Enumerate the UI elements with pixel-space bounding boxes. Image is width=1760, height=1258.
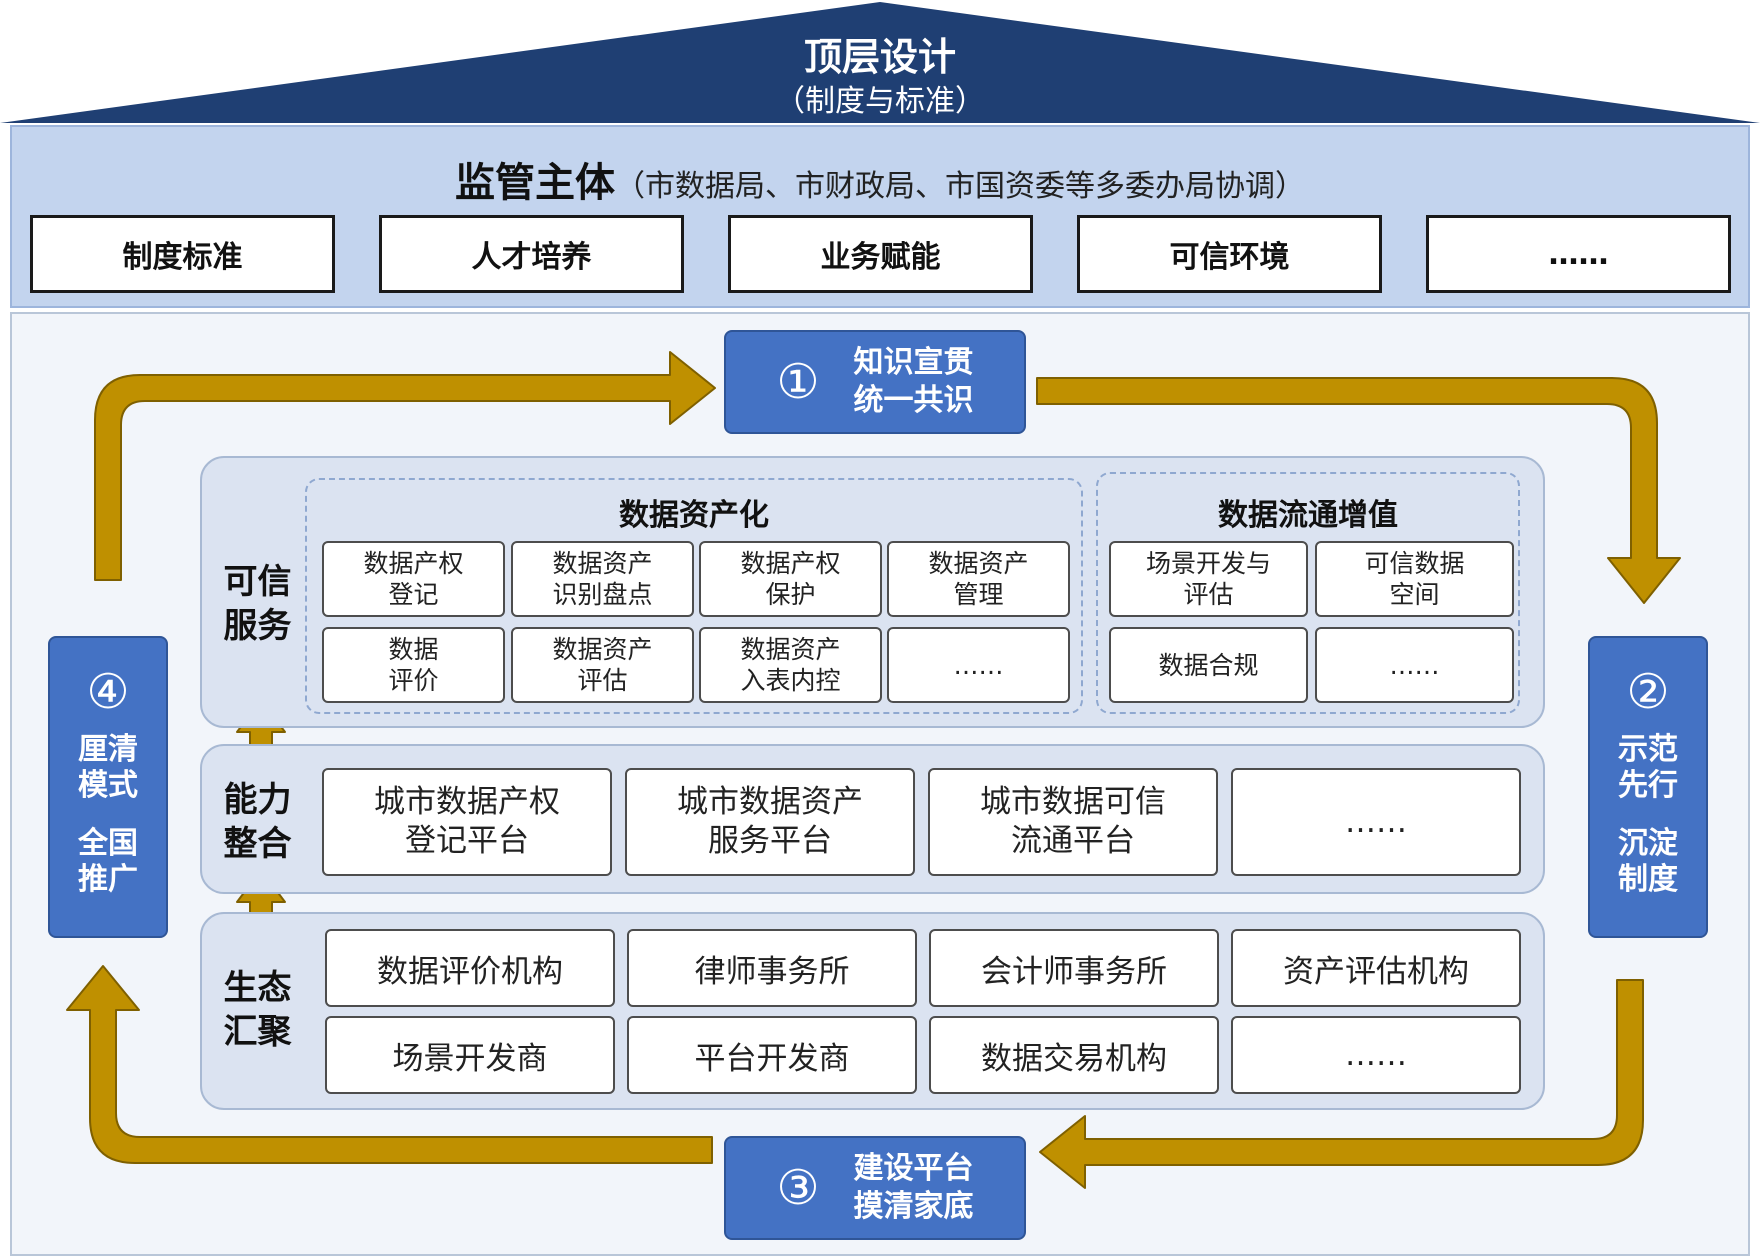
arrow-top-right-down <box>1036 377 1681 604</box>
circulation-zone <box>1096 472 1520 714</box>
ecosystem-item: 场景开发商 <box>325 1016 615 1094</box>
step-1-number: ① <box>776 354 820 410</box>
regulator-heading: 监管主体（市数据局、市财政局、市国资委等多委办局协调） <box>0 150 1760 208</box>
ecosystem-label: 生态 汇聚 <box>205 966 310 1054</box>
label-line: 可信 <box>223 562 292 602</box>
asset-item: 数据资产评估 <box>511 627 694 703</box>
step-4-line: 推广 <box>78 862 138 897</box>
ecosystem-item: 数据交易机构 <box>929 1016 1219 1094</box>
ecosystem-item: 平台开发商 <box>627 1016 917 1094</box>
arrow-left-up-right <box>94 351 716 581</box>
step-1-line: 知识宣贯 <box>853 345 974 380</box>
asset-item: 数据资产管理 <box>887 541 1070 617</box>
step-3-line: 摸清家底 <box>853 1189 974 1224</box>
label-line: 服务 <box>223 606 292 646</box>
pillar-box: 人才培养 <box>379 215 684 293</box>
asset-item: 数据评价 <box>322 627 505 703</box>
label-line: 能力 <box>223 780 292 820</box>
circulation-item: 场景开发与评估 <box>1109 541 1308 617</box>
roof-shape <box>0 2 1760 123</box>
step-2-number: ② <box>1626 664 1670 720</box>
label-line: 整合 <box>223 824 292 864</box>
roof-subtitle: （制度与标准） <box>775 84 985 119</box>
label-line: 生态 <box>223 968 292 1008</box>
step-1-box: ① 知识宣贯 统一共识 <box>724 330 1026 434</box>
asset-item: 数据产权保护 <box>699 541 882 617</box>
ecosystem-item: 数据评价机构 <box>325 929 615 1007</box>
step-2-line: 示范 <box>1618 732 1678 767</box>
capability-item: 城市数据可信流通平台 <box>928 768 1218 876</box>
capability-item: 城市数据产权登记平台 <box>322 768 612 876</box>
step-2-line: 沉淀 <box>1618 826 1678 861</box>
step-4-line: 全国 <box>78 826 138 861</box>
regulator-title: 监管主体 <box>455 160 615 206</box>
trusted-services-label: 可信 服务 <box>205 560 310 648</box>
pillar-box: 可信环境 <box>1077 215 1382 293</box>
step-4-number: ④ <box>86 664 130 720</box>
step-1-line: 统一共识 <box>853 383 974 418</box>
step-4-box: ④ 厘清 模式 全国 推广 <box>48 636 168 938</box>
step-2-line: 制度 <box>1618 862 1678 897</box>
asset-item: 数据资产识别盘点 <box>511 541 694 617</box>
arrow-right-down-left <box>1039 979 1644 1189</box>
pillar-box: 制度标准 <box>30 215 335 293</box>
asset-zone <box>305 478 1083 714</box>
ecosystem-item: 资产评估机构 <box>1231 929 1521 1007</box>
pillar-box: 业务赋能 <box>728 215 1033 293</box>
circulation-item: 数据合规 <box>1109 627 1308 703</box>
label-line: 汇聚 <box>223 1012 292 1052</box>
asset-item: …… <box>887 627 1070 703</box>
capability-item: …… <box>1231 768 1521 876</box>
asset-item: 数据资产入表内控 <box>699 627 882 703</box>
circulation-zone-title: 数据流通增值 <box>1218 498 1398 533</box>
asset-item: 数据产权登记 <box>322 541 505 617</box>
capability-label: 能力 整合 <box>205 778 310 866</box>
ecosystem-item: 律师事务所 <box>627 929 917 1007</box>
circulation-item: 可信数据空间 <box>1315 541 1514 617</box>
step-4-line: 模式 <box>78 768 138 803</box>
step-3-box: ③ 建设平台 摸清家底 <box>724 1136 1026 1240</box>
asset-zone-title: 数据资产化 <box>619 498 769 533</box>
arrow-bottom-left-up <box>66 965 713 1164</box>
step-3-number: ③ <box>776 1160 820 1216</box>
ecosystem-item: …… <box>1231 1016 1521 1094</box>
step-3-line: 建设平台 <box>853 1151 974 1186</box>
step-2-box: ② 示范 先行 沉淀 制度 <box>1588 636 1708 938</box>
ecosystem-item: 会计师事务所 <box>929 929 1219 1007</box>
roof-title: 顶层设计 <box>803 35 956 79</box>
regulator-subtitle: （市数据局、市财政局、市国资委等多委办局协调） <box>615 169 1305 204</box>
step-4-line: 厘清 <box>78 732 138 767</box>
step-2-line: 先行 <box>1618 768 1678 803</box>
pillar-box: …… <box>1426 215 1731 293</box>
capability-item: 城市数据资产服务平台 <box>625 768 915 876</box>
circulation-item: …… <box>1315 627 1514 703</box>
